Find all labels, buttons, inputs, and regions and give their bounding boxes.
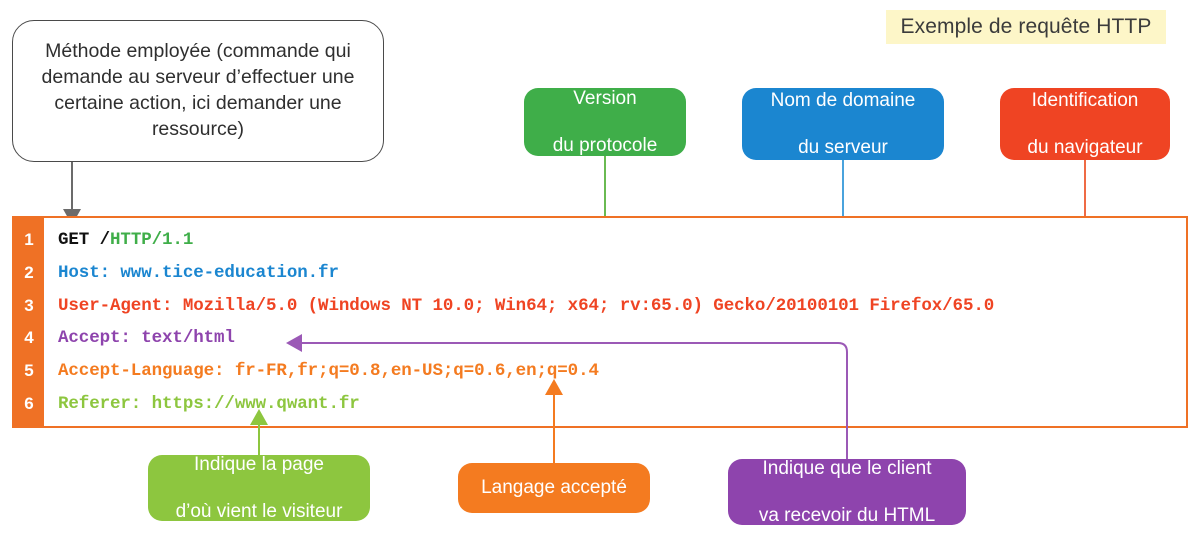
code-line-5-accept-language: Accept-Language: fr-FR,fr;q=0.8,en-US;q=…	[58, 361, 599, 381]
callout-referer[interactable]: Indique la page d’où vient le visiteur	[148, 453, 370, 523]
line-number-1: 1	[24, 230, 34, 250]
code-line-1-slash: /	[99, 230, 111, 251]
title-banner: Exemple de requête HTTP	[886, 10, 1166, 44]
title-banner-text: Exemple de requête HTTP	[900, 15, 1152, 38]
line-number-6: 6	[24, 393, 34, 413]
code-line-5: Accept-Language: fr-FR,fr;q=0.8,en-US;q=…	[58, 355, 1186, 388]
code-line-6: Referer: https://www.qwant.fr	[58, 387, 1186, 420]
callout-domain-line2: du serveur	[798, 136, 888, 158]
code-lines: GET /HTTP/1.1 Host: www.tice-education.f…	[44, 218, 1186, 426]
code-line-4-accept: Accept: text/html	[58, 328, 235, 349]
callout-accept-line1: Indique que le client	[762, 458, 932, 480]
code-line-3: User-Agent: Mozilla/5.0 (Windows NT 10.0…	[58, 289, 1186, 322]
callout-referer-line1: Indique la page	[194, 454, 324, 476]
code-line-1: GET /HTTP/1.1	[58, 224, 1186, 257]
callout-accept[interactable]: Indique que le client va recevoir du HTM…	[728, 457, 966, 527]
code-line-2-host: Host: www.tice-education.fr	[58, 262, 339, 283]
callout-browser[interactable]: Identification du navigateur	[1000, 88, 1170, 160]
code-line-2: Host: www.tice-education.fr	[58, 257, 1186, 290]
code-line-1-method: GET	[58, 230, 100, 251]
callout-domain[interactable]: Nom de domaine du serveur	[742, 88, 944, 160]
callout-accept-line2: va recevoir du HTML	[758, 504, 936, 526]
line-number-3: 3	[24, 295, 34, 315]
line-number-gutter: 1 2 3 4 5 6	[14, 218, 44, 426]
line-number-5: 5	[24, 361, 34, 380]
callout-referer-text: Indique la page d’où vient le visiteur	[152, 453, 367, 523]
line-number-4: 4	[24, 328, 34, 348]
code-line-3-user-agent: User-Agent: Mozilla/5.0 (Windows NT 10.0…	[58, 295, 995, 316]
callout-browser-line1: Identification	[1031, 90, 1139, 112]
callout-langue[interactable]: Langage accepté	[458, 463, 650, 513]
code-line-1-protocol: HTTP/1.1	[110, 230, 194, 251]
code-line-6-referer: Referer: https://www.qwant.fr	[58, 393, 360, 414]
code-line-4: Accept: text/html	[58, 322, 1186, 355]
connector-accept-to-line4	[286, 334, 848, 459]
callout-browser-text: Identification du navigateur	[1003, 89, 1166, 159]
callout-langue-text: Langage accepté	[481, 477, 627, 499]
callout-method-text: Méthode employée (commande qui demande a…	[41, 40, 355, 140]
callout-domain-text: Nom de domaine du serveur	[747, 89, 940, 159]
callout-version[interactable]: Version du protocole	[524, 88, 686, 156]
line-number-2: 2	[24, 262, 34, 282]
callout-referer-line2: d’où vient le visiteur	[175, 500, 343, 522]
callout-accept-text: Indique que le client va recevoir du HTM…	[735, 457, 959, 527]
http-request-code-block: 1 2 3 4 5 6 GET /HTTP/1.1 Host: www.tice…	[12, 216, 1188, 428]
callout-browser-line2: du navigateur	[1027, 136, 1143, 158]
callout-version-text: Version du protocole	[529, 87, 682, 157]
callout-domain-line1: Nom de domaine	[770, 90, 916, 112]
callout-method-bubble: Méthode employée (commande qui demande a…	[12, 20, 384, 162]
callout-version-line1: Version	[573, 88, 637, 110]
callout-version-line2: du protocole	[552, 134, 658, 156]
